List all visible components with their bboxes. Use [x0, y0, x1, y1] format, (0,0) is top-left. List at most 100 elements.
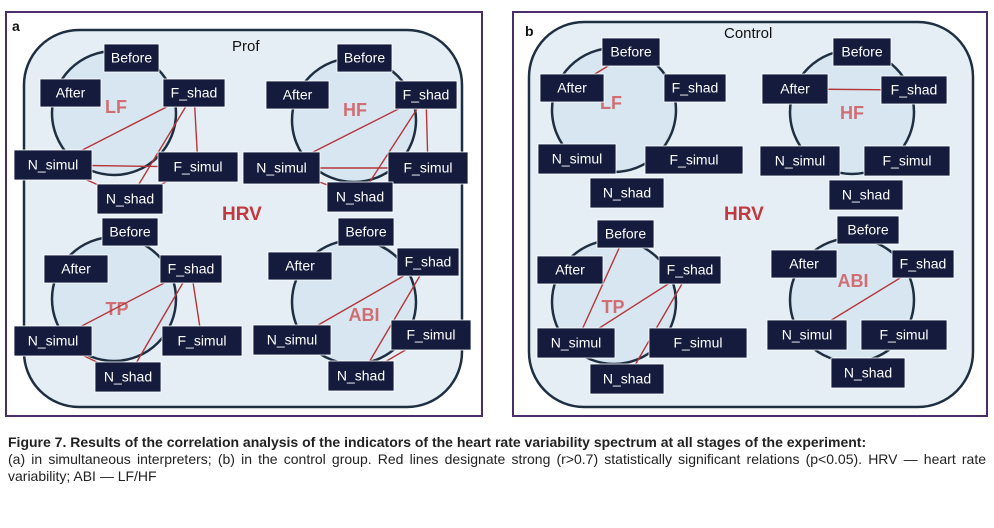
node-label-f-shad: F_shad [168, 261, 215, 277]
panel-a-hrv-label: HRV [222, 204, 262, 225]
node-label-before: Before [111, 50, 152, 66]
node-box-after [267, 251, 333, 281]
node-box-after [539, 73, 605, 103]
node-box-before [836, 215, 900, 245]
node-label-after: After [61, 261, 91, 277]
node-label-f-simul: F_simul [173, 159, 222, 175]
node-box-n-simul [766, 319, 848, 351]
node-box-n-shad [589, 363, 665, 395]
node-label-after: After [780, 81, 810, 97]
node-box-after [265, 80, 330, 110]
node-box-f-simul [863, 145, 951, 177]
node-label-f-shad: F_shad [891, 82, 938, 98]
node-box-f-simul [648, 327, 748, 359]
node-label-before: Before [345, 224, 386, 240]
cluster-label: LF [105, 97, 127, 117]
node-label-after: After [56, 85, 86, 101]
node-label-n-shad: N_shad [336, 189, 384, 205]
node-label-after: After [283, 87, 313, 103]
node-box-before [336, 43, 393, 73]
edge-f-shad-n-shad [360, 261, 429, 377]
node-label-before: Before [610, 44, 651, 60]
node-box-f-shad [891, 249, 955, 279]
node-box-f-shad [159, 254, 223, 284]
node-box-after [43, 254, 109, 284]
node-box-n-simul [13, 325, 93, 357]
node-box-f-shad [394, 80, 458, 110]
node-label-n-shad: N_shad [104, 369, 152, 385]
panel-b-hrv-label: HRV [724, 204, 764, 225]
cluster-label: HF [343, 100, 367, 120]
node-label-f-shad: F_shad [171, 85, 218, 101]
node-box-n-shad [327, 360, 395, 392]
node-label-n-simul: N_simul [28, 333, 79, 349]
node-box-after [39, 78, 102, 108]
panel-b-letter: b [525, 23, 534, 39]
caption-body: (a) in simultaneous interpreters; (b) in… [8, 451, 986, 484]
node-label-f-simul: F_simul [882, 153, 931, 169]
node-label-f-simul: F_simul [879, 327, 928, 343]
node-label-n-shad: N_shad [603, 371, 651, 387]
node-box-n-simul [536, 327, 616, 359]
node-label-n-shad: N_shad [337, 368, 385, 384]
edge-f-shad-n-shad [127, 268, 192, 378]
node-label-n-simul: N_simul [782, 327, 833, 343]
node-box-n-simul [537, 143, 617, 175]
node-box-n-simul [13, 149, 93, 181]
node-label-n-shad: N_shad [603, 185, 651, 201]
node-box-n-shad [96, 183, 164, 215]
node-box-f-simul [390, 319, 472, 351]
node-box-n-simul [242, 151, 321, 185]
node-label-n-shad: N_shad [842, 187, 890, 203]
node-label-f-shad: F_shad [403, 87, 450, 103]
node-box-after [536, 255, 604, 285]
node-box-f-simul [860, 319, 948, 351]
node-box-n-shad [94, 361, 162, 393]
node-label-f-simul: F_simul [406, 327, 455, 343]
node-box-n-shad [828, 179, 904, 211]
node-label-before: Before [344, 50, 385, 66]
edge-f-shad-n-shad [359, 94, 427, 198]
cluster-label: ABI [349, 305, 380, 325]
node-box-n-shad [830, 357, 906, 389]
caption-title: Figure 7. Results of the correlation ana… [8, 434, 867, 450]
cluster-label: TP [601, 297, 624, 317]
node-label-after: After [557, 80, 587, 96]
node-box-f-shad [663, 73, 727, 103]
edge-f-shad-n-shad [626, 269, 691, 380]
node-box-before [832, 37, 892, 67]
node-box-f-simul [157, 151, 239, 183]
figure-caption: Figure 7. Results of the correlation ana… [8, 434, 986, 485]
node-box-before [337, 217, 395, 247]
node-label-n-shad: N_shad [106, 191, 154, 207]
node-label-f-shad: F_shad [405, 254, 452, 270]
edge-f-shad-n-shad [129, 92, 195, 200]
node-label-n-simul: N_simul [28, 157, 79, 173]
node-box-n-simul [252, 324, 332, 356]
node-label-before: Before [841, 44, 882, 60]
node-box-n-shad [589, 177, 665, 209]
node-label-n-simul: N_simul [267, 332, 318, 348]
cluster-label: LF [600, 93, 622, 113]
node-label-after: After [789, 256, 819, 272]
cluster-label: TP [105, 299, 128, 319]
node-label-f-simul: F_simul [669, 152, 718, 168]
node-box-before [103, 43, 160, 73]
panel-b-title: Control [724, 25, 772, 42]
node-label-n-simul: N_simul [551, 335, 602, 351]
cluster-label: HF [840, 103, 864, 123]
panel-a-letter: a [12, 18, 20, 34]
node-label-before: Before [605, 226, 646, 242]
node-box-f-simul [644, 145, 744, 175]
node-box-after [761, 73, 829, 105]
